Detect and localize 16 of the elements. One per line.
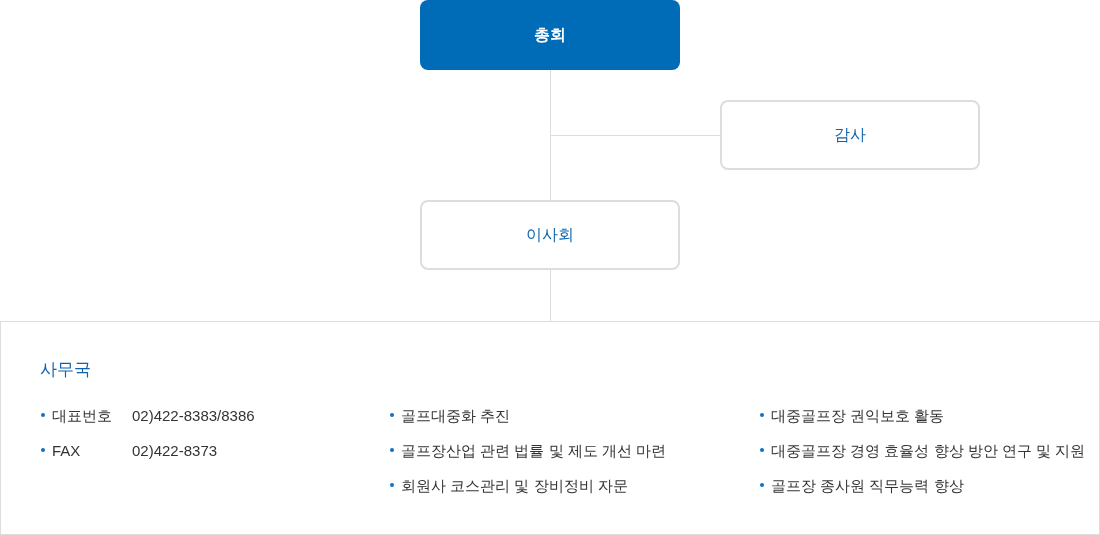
phone-number: 02)422-8373 (132, 441, 218, 461)
org-box-filled: 총회 (420, 0, 680, 70)
field-label: 대표번호 (52, 406, 112, 426)
list-item: 골프장 종사원 직무능력 향상 (771, 476, 964, 496)
list-item: 골프대중화 추진 (401, 406, 511, 426)
org-box: 감사 (720, 100, 980, 170)
list-item: 대중골프장 권익보호 활동 (771, 406, 945, 426)
section-heading: 사무국 (40, 360, 91, 380)
phone-number: 02)422-8383/8386 (132, 406, 255, 426)
connector-line (550, 269, 551, 322)
org-box: 이사회 (420, 200, 680, 270)
list-item: 대중골프장 경영 효율성 향상 방안 연구 및 지원 (771, 441, 1086, 461)
list-item: 회원사 코스관리 및 장비정비 자문 (401, 476, 628, 496)
field-label: FAX (52, 441, 81, 461)
office-panel (0, 321, 1100, 535)
list-item: 골프장산업 관련 법률 및 제도 개선 마련 (401, 441, 666, 461)
